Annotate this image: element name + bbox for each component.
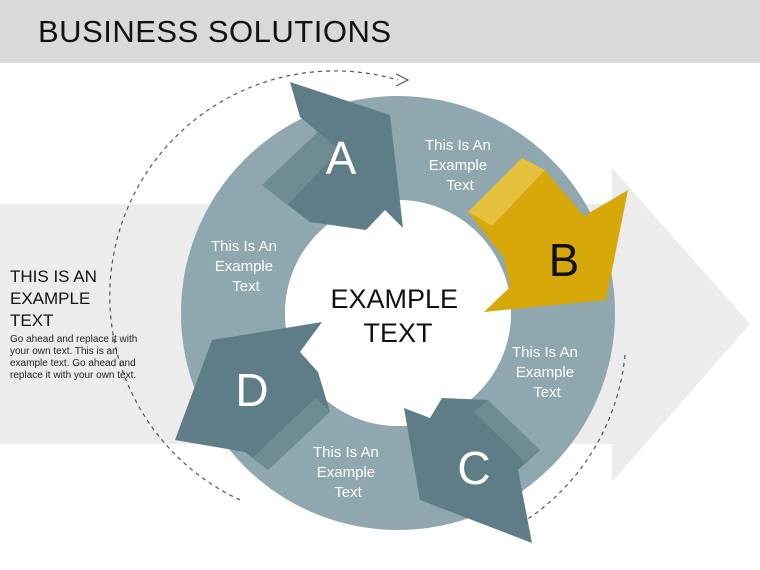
side-title: THIS IS AN EXAMPLE TEXT xyxy=(10,266,140,332)
center-text: EXAMPLE TEXT xyxy=(330,284,465,348)
segment-a-letter: A xyxy=(326,132,357,184)
segment-c-letter: C xyxy=(457,442,490,494)
center-circle xyxy=(285,200,511,426)
arrow-c xyxy=(404,398,540,543)
side-description: Go ahead and replace it with your own te… xyxy=(10,334,138,381)
side-title-line: EXAMPLE xyxy=(10,289,91,308)
dashed-arc-arrowhead xyxy=(395,73,410,87)
page-title: BUSINESS SOLUTIONS xyxy=(38,14,392,49)
arrow-d xyxy=(175,322,330,470)
side-title-line: TEXT xyxy=(10,311,54,330)
side-title-line: THIS IS AN xyxy=(10,267,97,286)
segment-a-label: This Is An Example Text xyxy=(425,137,495,194)
segment-b-letter: B xyxy=(549,234,580,286)
segment-d-letter: D xyxy=(235,364,268,416)
arrow-b xyxy=(468,158,628,312)
dashed-arc-left xyxy=(109,70,399,501)
segment-c-label: This Is An Example Text xyxy=(313,444,383,501)
segment-b-label: This Is An Example Text xyxy=(512,344,582,401)
segment-d-label: This Is An Example Text xyxy=(211,238,281,295)
cycle-ring xyxy=(181,96,615,530)
arrow-a xyxy=(262,82,403,230)
header-bar xyxy=(0,0,760,63)
